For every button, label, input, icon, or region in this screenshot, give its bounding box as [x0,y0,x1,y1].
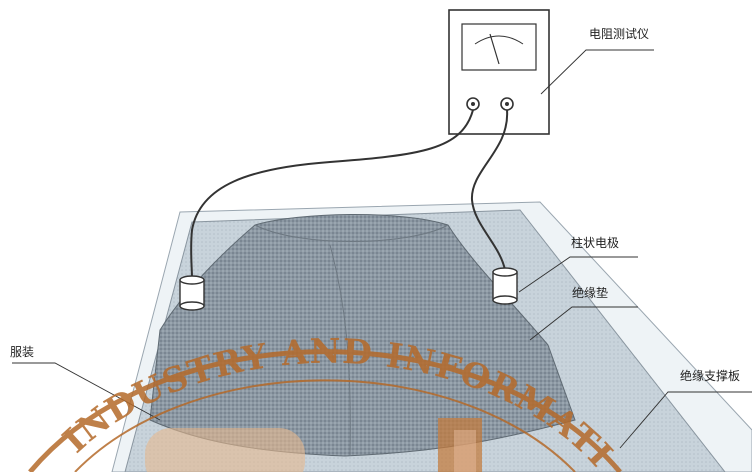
leader-meter [540,49,654,95]
label-insulating-support-board: 绝缘支撑板 [680,369,741,383]
leader-mat [529,306,638,341]
garment-fold [329,244,351,457]
label-cylindrical-electrode: 柱状电极 [571,236,620,250]
test-lead-right [470,109,509,271]
electrode-right [492,267,518,305]
electrode-left [179,275,205,311]
label-resistance-meter: 电阻测试仪 [589,27,650,41]
test-lead-left [190,109,474,279]
resistance-meter [448,9,550,135]
label-insulating-mat: 绝缘垫 [572,286,609,300]
meter-scale-arc [474,35,524,45]
leader-garment [12,362,161,421]
meter-needle [489,33,500,65]
label-garment: 服装 [10,345,35,359]
leader-board [619,391,752,449]
garment-collar [254,224,449,242]
meter-dial-window [461,23,537,71]
leader-electrode [518,256,638,293]
